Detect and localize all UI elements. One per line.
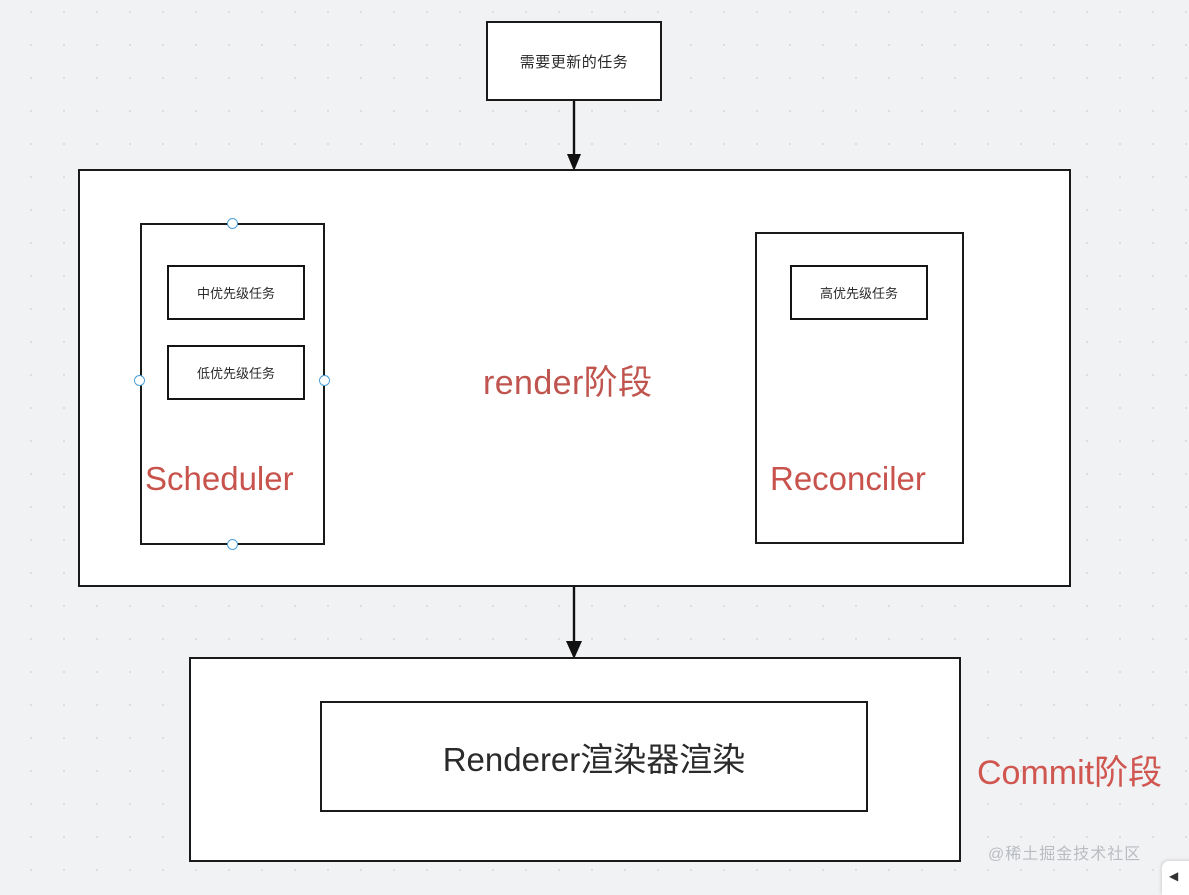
node-task-low-priority[interactable]: 低优先级任务 bbox=[167, 345, 305, 400]
watermark: @稀土掘金技术社区 bbox=[988, 846, 1142, 863]
scheduler-label: Scheduler bbox=[145, 460, 294, 497]
node-renderer-label: Renderer渲染器渲染 bbox=[442, 740, 746, 778]
chevron-left-icon[interactable]: ◀ bbox=[1169, 869, 1179, 883]
node-task-low-priority-label: 低优先级任务 bbox=[196, 366, 275, 381]
selection-handle-right[interactable] bbox=[319, 375, 330, 386]
node-task-medium-priority[interactable]: 中优先级任务 bbox=[167, 265, 305, 320]
commit-stage-label: Commit阶段 bbox=[977, 754, 1163, 792]
node-task-medium-priority-label: 中优先级任务 bbox=[196, 286, 275, 301]
arrow-top-to-render-stage bbox=[567, 101, 581, 171]
node-top-task-label: 需要更新的任务 bbox=[519, 53, 629, 71]
selection-handle-top[interactable] bbox=[227, 218, 238, 229]
node-top-task[interactable]: 需要更新的任务 bbox=[486, 21, 662, 101]
node-renderer[interactable]: Renderer渲染器渲染 bbox=[320, 701, 868, 812]
node-task-high-priority-label: 高优先级任务 bbox=[819, 286, 898, 301]
render-stage-label: render阶段 bbox=[483, 364, 653, 402]
arrow-render-stage-to-commit-stage bbox=[566, 587, 582, 659]
selection-handle-bottom[interactable] bbox=[227, 539, 238, 550]
node-task-high-priority[interactable]: 高优先级任务 bbox=[790, 265, 928, 320]
reconciler-label: Reconciler bbox=[770, 460, 926, 497]
corner-floating-panel[interactable]: ◀ bbox=[1162, 861, 1189, 895]
selection-handle-left[interactable] bbox=[134, 375, 145, 386]
